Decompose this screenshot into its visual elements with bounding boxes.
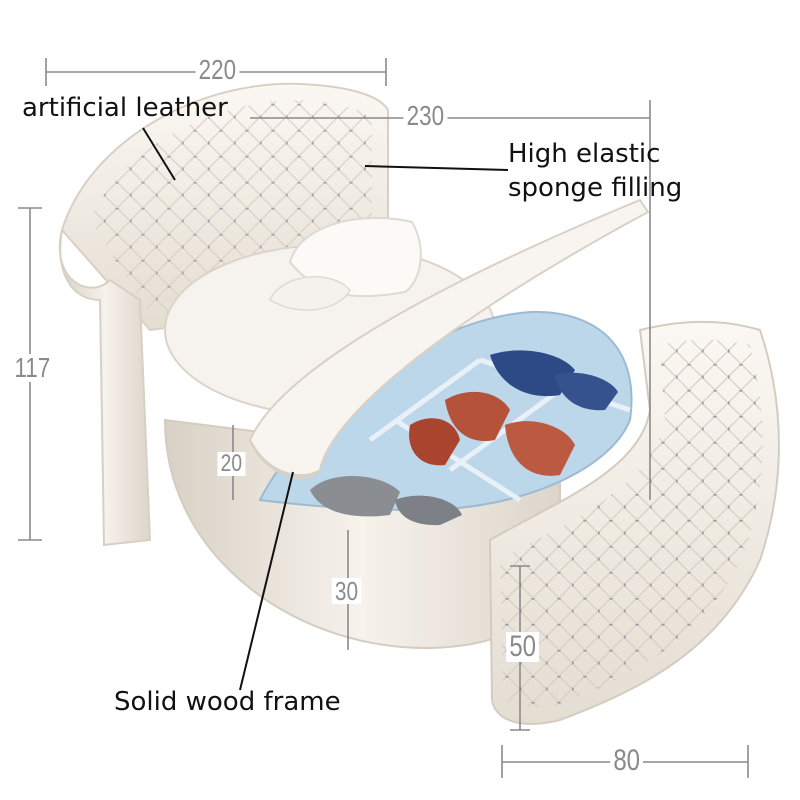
label-artificial-leather: artificial leather	[22, 93, 228, 123]
dimension-width: 220	[195, 56, 240, 84]
dimension-length: 230	[403, 102, 448, 130]
label-solid-wood-frame: Solid wood frame	[114, 687, 341, 717]
label-high-elastic-line1: High elastic	[508, 139, 661, 169]
dimension-bench-height: 50	[506, 632, 540, 662]
dimension-base-height: 30	[331, 578, 362, 604]
towels-red	[409, 391, 575, 476]
dimension-storage-depth: 20	[217, 452, 246, 476]
lifted-lid	[248, 198, 650, 477]
dimension-bench-width: 80	[610, 746, 644, 776]
label-high-elastic-line2: sponge filling	[508, 173, 683, 203]
headboard-arm	[59, 229, 152, 547]
towels-grey	[310, 475, 462, 526]
dimension-height: 117	[11, 354, 54, 382]
towels-navy	[490, 350, 618, 411]
